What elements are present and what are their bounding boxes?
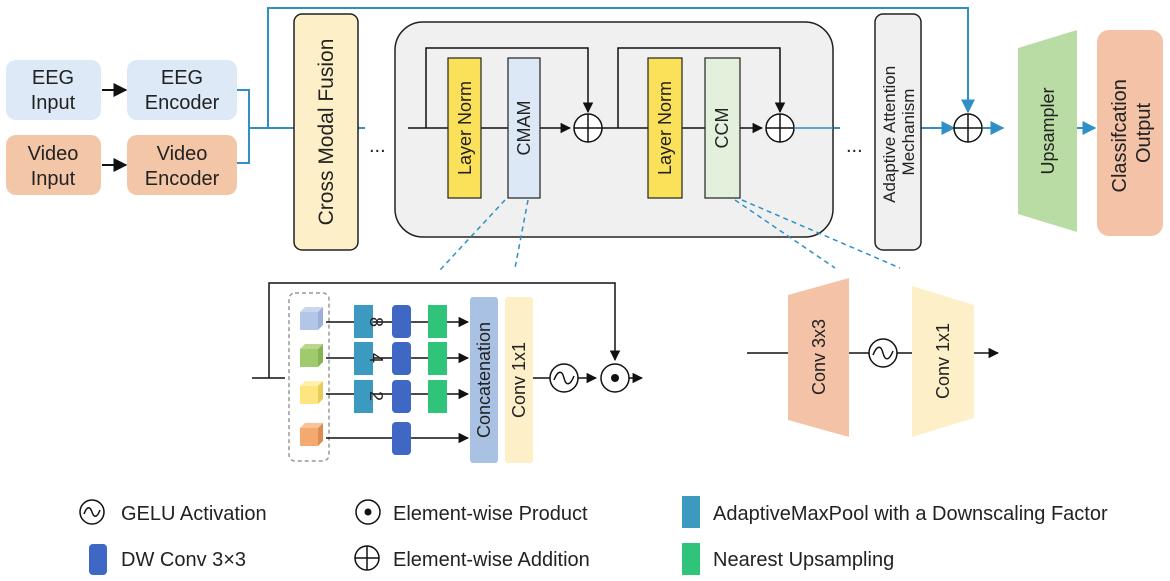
- classification-label-2: Output: [1133, 103, 1155, 163]
- upsampler-label: Upsampler: [1038, 87, 1058, 174]
- feature-cube-green: [300, 344, 323, 367]
- pool-factor-2: 4: [366, 353, 386, 363]
- layer-norm-2: [647, 57, 683, 199]
- pool-factor-1: 8: [366, 317, 386, 327]
- cmam-subblock: [408, 47, 612, 143]
- legend-pool-label: AdaptiveMaxPool with a Downscaling Facto…: [713, 503, 1108, 525]
- layer-norm-1-label: Layer Norm: [455, 81, 475, 175]
- cmam-conv1x1-label: Conv 1x1: [509, 342, 529, 418]
- legend-pool: AdaptiveMaxPool with a Downscaling Facto…: [682, 496, 1108, 528]
- ccm-label: CCM: [712, 108, 732, 149]
- adaptive-attention-label-2: Mechanism: [899, 89, 918, 176]
- legend: GELU Activation Element-wise Product Ada…: [79, 496, 1108, 575]
- ellipsis-right: ...: [846, 135, 863, 157]
- legend-dwconv: DW Conv 3×3: [89, 544, 246, 575]
- eeg-encoder-box: EEG Encoder: [127, 60, 237, 120]
- ccm-detail: Conv 3x3 Conv 1x1: [747, 278, 1000, 437]
- eeg-input-box: EEG Input: [6, 60, 101, 120]
- feature-cube-yellow: [300, 381, 323, 404]
- skip-connection-line: [267, 7, 975, 128]
- legend-addition-label: Element-wise Addition: [393, 549, 590, 571]
- legend-upsampling: Nearest Upsampling: [682, 543, 894, 575]
- ccm-subblock: [612, 47, 833, 143]
- cross-modal-fusion-block: Cross Modal Fusion: [293, 13, 359, 251]
- layer-norm-2-label: Layer Norm: [655, 81, 675, 175]
- dwconv-block-4: [392, 422, 411, 455]
- eeg-encoder-label-1: EEG: [161, 67, 203, 89]
- legend-gelu: GELU Activation: [79, 499, 267, 525]
- cross-modal-fusion-label: Cross Modal Fusion: [315, 39, 338, 226]
- classification-output-block: Classifcation Output: [1097, 30, 1163, 236]
- eeg-input-label-2: Input: [31, 92, 76, 114]
- dwconv-block-3: [392, 380, 411, 413]
- svg-text:Classifcation Output: Classifcation Output: [1109, 74, 1155, 193]
- ellipsis-left: ...: [369, 135, 386, 157]
- feature-cube-orange: [300, 423, 323, 446]
- legend-dwconv-label: DW Conv 3×3: [121, 549, 246, 571]
- classification-label-1: Classifcation: [1109, 79, 1131, 192]
- legend-addition: Element-wise Addition: [354, 545, 590, 571]
- ccm-conv3x3-trapezoid: [788, 278, 849, 437]
- video-encoder-box: Video Encoder: [127, 135, 237, 195]
- upsample-block-1: [428, 305, 447, 338]
- video-input-label-1: Video: [28, 143, 79, 165]
- zoom-lines: [439, 199, 901, 271]
- dwconv-block-2: [392, 342, 411, 375]
- cmam-conv1x1-block: [505, 297, 533, 463]
- video-input-label-2: Input: [31, 168, 76, 190]
- legend-gelu-label: GELU Activation: [121, 503, 267, 525]
- upsample-block-3: [428, 380, 447, 413]
- cmam-label: CMAM: [514, 101, 534, 156]
- ccm-conv1x1-label: Conv 1x1: [933, 323, 953, 399]
- final-addition-symbol: [953, 113, 983, 143]
- ccm-conv1x1-trapezoid: [912, 286, 974, 437]
- legend-product: Element-wise Product: [355, 499, 588, 525]
- adaptive-attention-block: Adaptive Attention Mechanism: [874, 13, 922, 251]
- eeg-encoder-label-2: Encoder: [145, 92, 220, 114]
- video-encoder-label-2: Encoder: [145, 168, 220, 190]
- transformer-block: Layer Norm CMAM Layer Norm CCM: [394, 21, 834, 238]
- pool-block-2: [354, 342, 373, 375]
- feature-cube-blue: [300, 307, 323, 330]
- concatenation-block: [470, 297, 498, 463]
- ccm-box: [704, 57, 741, 199]
- layer-norm-1: [447, 57, 482, 199]
- cmam-box: [507, 57, 541, 199]
- upsample-block-2: [428, 342, 447, 375]
- svg-text:Adaptive Attention Mecha: Adaptive Attention Mechanism: [880, 61, 918, 203]
- eeg-input-label-1: EEG: [32, 67, 74, 89]
- legend-upsampling-label: Nearest Upsampling: [713, 549, 894, 571]
- concatenation-label: Concatenation: [474, 322, 494, 438]
- pool-block-1: [354, 305, 373, 338]
- cmam-detail: 8 4 2 Concatenation Conv 1x1: [252, 282, 644, 463]
- pool-block-3: [354, 380, 373, 413]
- pool-factor-3: 2: [366, 391, 386, 401]
- encoder-merge-line: [237, 89, 250, 164]
- video-input-box: Video Input: [6, 135, 101, 195]
- video-encoder-label-1: Video: [157, 143, 208, 165]
- legend-product-label: Element-wise Product: [393, 503, 588, 525]
- ccm-conv3x3-label: Conv 3x3: [809, 319, 829, 395]
- adaptive-attention-label-1: Adaptive Attention: [880, 66, 899, 203]
- dwconv-block-1: [392, 305, 411, 338]
- upsampler-block: Upsampler: [1018, 30, 1077, 232]
